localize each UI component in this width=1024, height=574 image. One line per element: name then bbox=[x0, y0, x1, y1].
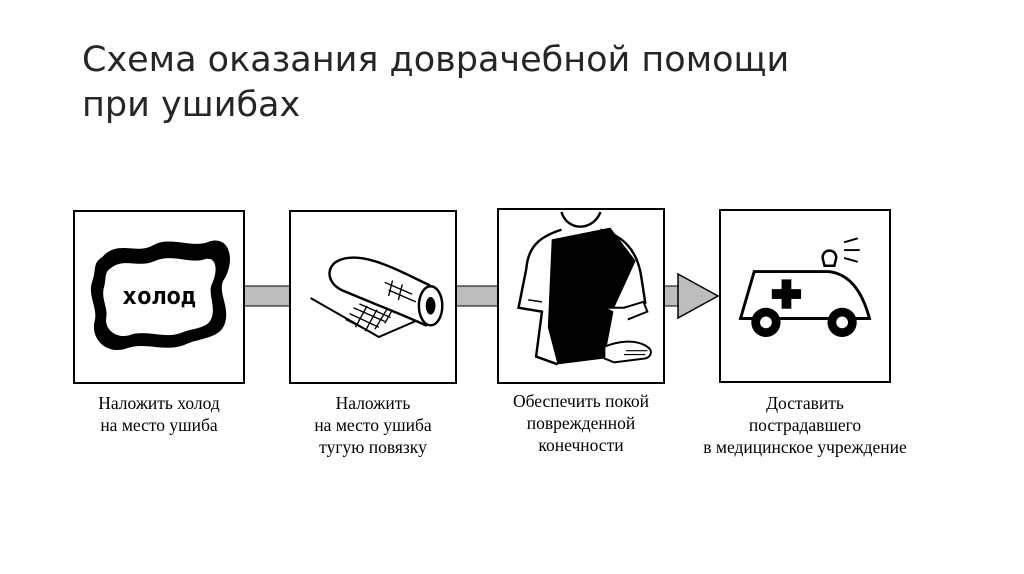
step-1-caption: Наложить холод на место ушиба bbox=[59, 392, 259, 436]
caption-line: на место ушиба bbox=[314, 415, 432, 435]
step-3-panel bbox=[497, 208, 665, 384]
arm-sling-icon bbox=[517, 211, 652, 366]
caption-line: Наложить холод bbox=[98, 393, 220, 413]
step-3-caption: Обеспечить покой поврежденной конечности bbox=[481, 390, 681, 456]
caption-line: поврежденной bbox=[526, 413, 636, 433]
step-1-panel: холод bbox=[73, 210, 245, 384]
caption-line: тугую повязку bbox=[319, 437, 427, 457]
step-4-caption: Доставить пострадавшего в медицинское уч… bbox=[680, 392, 930, 458]
caption-line: конечности bbox=[538, 435, 624, 455]
caption-line: Доставить bbox=[766, 393, 844, 413]
ambulance-icon bbox=[738, 237, 872, 338]
page-title: Схема оказания доврачебной помощи при уш… bbox=[82, 38, 982, 128]
caption-line: в медицинское учреждение bbox=[703, 437, 907, 457]
step-2-panel bbox=[289, 210, 457, 384]
caption-line: пострадавшего bbox=[748, 415, 862, 435]
bandage-roll-icon bbox=[310, 256, 444, 339]
title-line-1: Схема оказания доврачебной помощи bbox=[82, 40, 790, 80]
step-2-caption: Наложить на место ушиба тугую повязку bbox=[273, 392, 473, 458]
cold-pack-label: холод bbox=[122, 281, 196, 310]
title-line-2: при ушибах bbox=[82, 85, 301, 125]
cold-pack-icon: холод bbox=[90, 240, 230, 351]
step-4-panel bbox=[719, 209, 891, 383]
caption-line: на место ушиба bbox=[100, 415, 218, 435]
caption-line: Наложить bbox=[335, 393, 411, 413]
caption-line: Обеспечить покой bbox=[513, 391, 649, 411]
